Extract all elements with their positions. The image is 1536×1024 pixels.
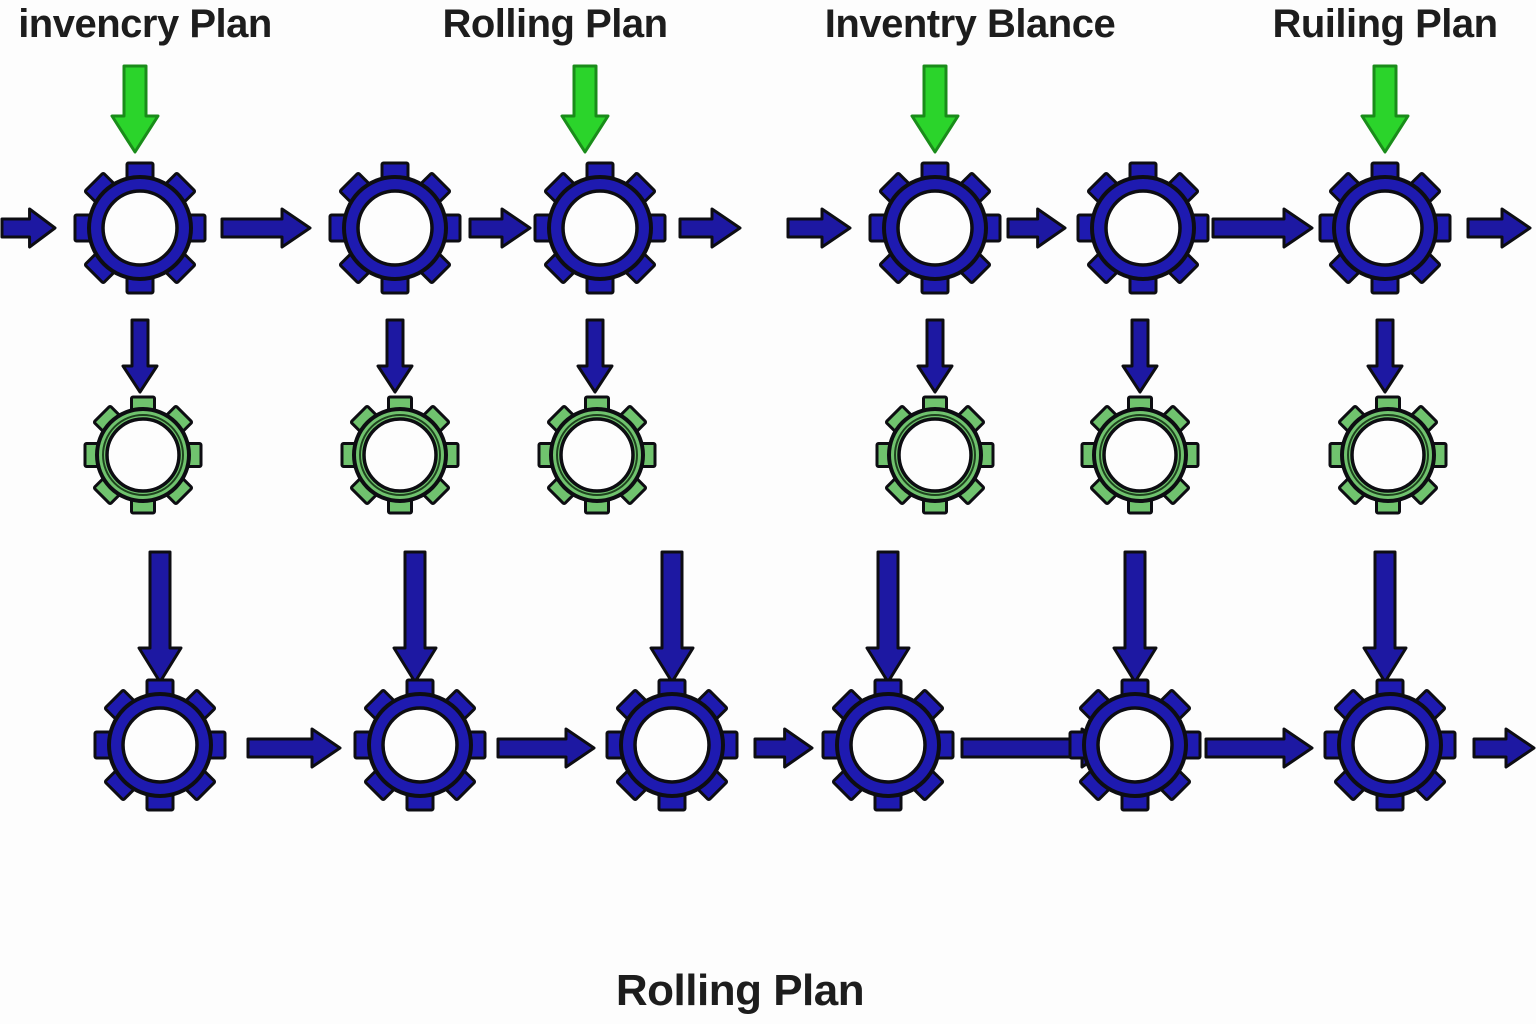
flow-arrow-down-icon [1121, 318, 1159, 394]
flow-arrow-right-icon [1006, 207, 1067, 249]
blue-gear-icon [328, 161, 462, 295]
blue-gear-icon [1068, 678, 1202, 812]
blue-gear-icon [1323, 678, 1457, 812]
blue-gear-icon [533, 161, 667, 295]
flow-arrow-down-icon [376, 318, 414, 394]
flow-arrow-right-icon [678, 207, 742, 249]
flow-arrow-down-icon [392, 550, 438, 684]
green-gear-icon [340, 395, 460, 515]
blue-gear-icon [1076, 161, 1210, 295]
blue-gear-icon [1318, 161, 1452, 295]
green-arrow-down-icon [560, 64, 610, 154]
diagram-label-0: invencry Plan [18, 2, 272, 46]
blue-gear-icon [73, 161, 207, 295]
flow-arrow-down-icon [649, 550, 695, 684]
green-gear-icon [875, 395, 995, 515]
flow-arrow-down-icon [916, 318, 954, 394]
flow-arrow-down-icon [865, 550, 911, 684]
diagram-label-1: Rolling Plan [442, 2, 668, 46]
blue-gear-icon [93, 678, 227, 812]
green-arrow-down-icon [1360, 64, 1410, 154]
blue-gear-icon [868, 161, 1002, 295]
flow-arrow-right-icon [786, 207, 852, 249]
green-gear-icon [1080, 395, 1200, 515]
diagram-label-3: Ruiling Plan [1272, 2, 1498, 46]
flow-arrow-down-icon [1362, 550, 1408, 684]
flow-arrow-right-icon [1211, 207, 1314, 249]
green-gear-icon [1328, 395, 1448, 515]
flow-arrow-down-icon [1112, 550, 1158, 684]
flow-arrow-down-icon [576, 318, 614, 394]
flow-arrow-right-icon [1472, 727, 1536, 769]
blue-gear-icon [353, 678, 487, 812]
flow-arrow-right-icon [753, 727, 814, 769]
flow-arrow-down-icon [121, 318, 159, 394]
flow-arrow-right-icon [1466, 207, 1532, 249]
green-gear-icon [537, 395, 657, 515]
flow-arrow-right-icon [1204, 727, 1314, 769]
flow-arrow-right-icon [220, 207, 312, 249]
flow-arrow-right-icon [0, 207, 57, 249]
flow-arrow-down-icon [137, 550, 183, 684]
green-gear-icon [83, 395, 203, 515]
green-arrow-down-icon [110, 64, 160, 154]
flow-arrow-right-icon [246, 727, 342, 769]
blue-gear-icon [605, 678, 739, 812]
flow-arrow-down-icon [1366, 318, 1404, 394]
bottom-caption: Rolling Plan [615, 966, 865, 1015]
diagram-label-2: Inventry Blance [824, 2, 1116, 46]
green-arrow-down-icon [910, 64, 960, 154]
flow-arrow-right-icon [496, 727, 596, 769]
flow-arrow-right-icon [468, 207, 532, 249]
blue-gear-icon [821, 678, 955, 812]
